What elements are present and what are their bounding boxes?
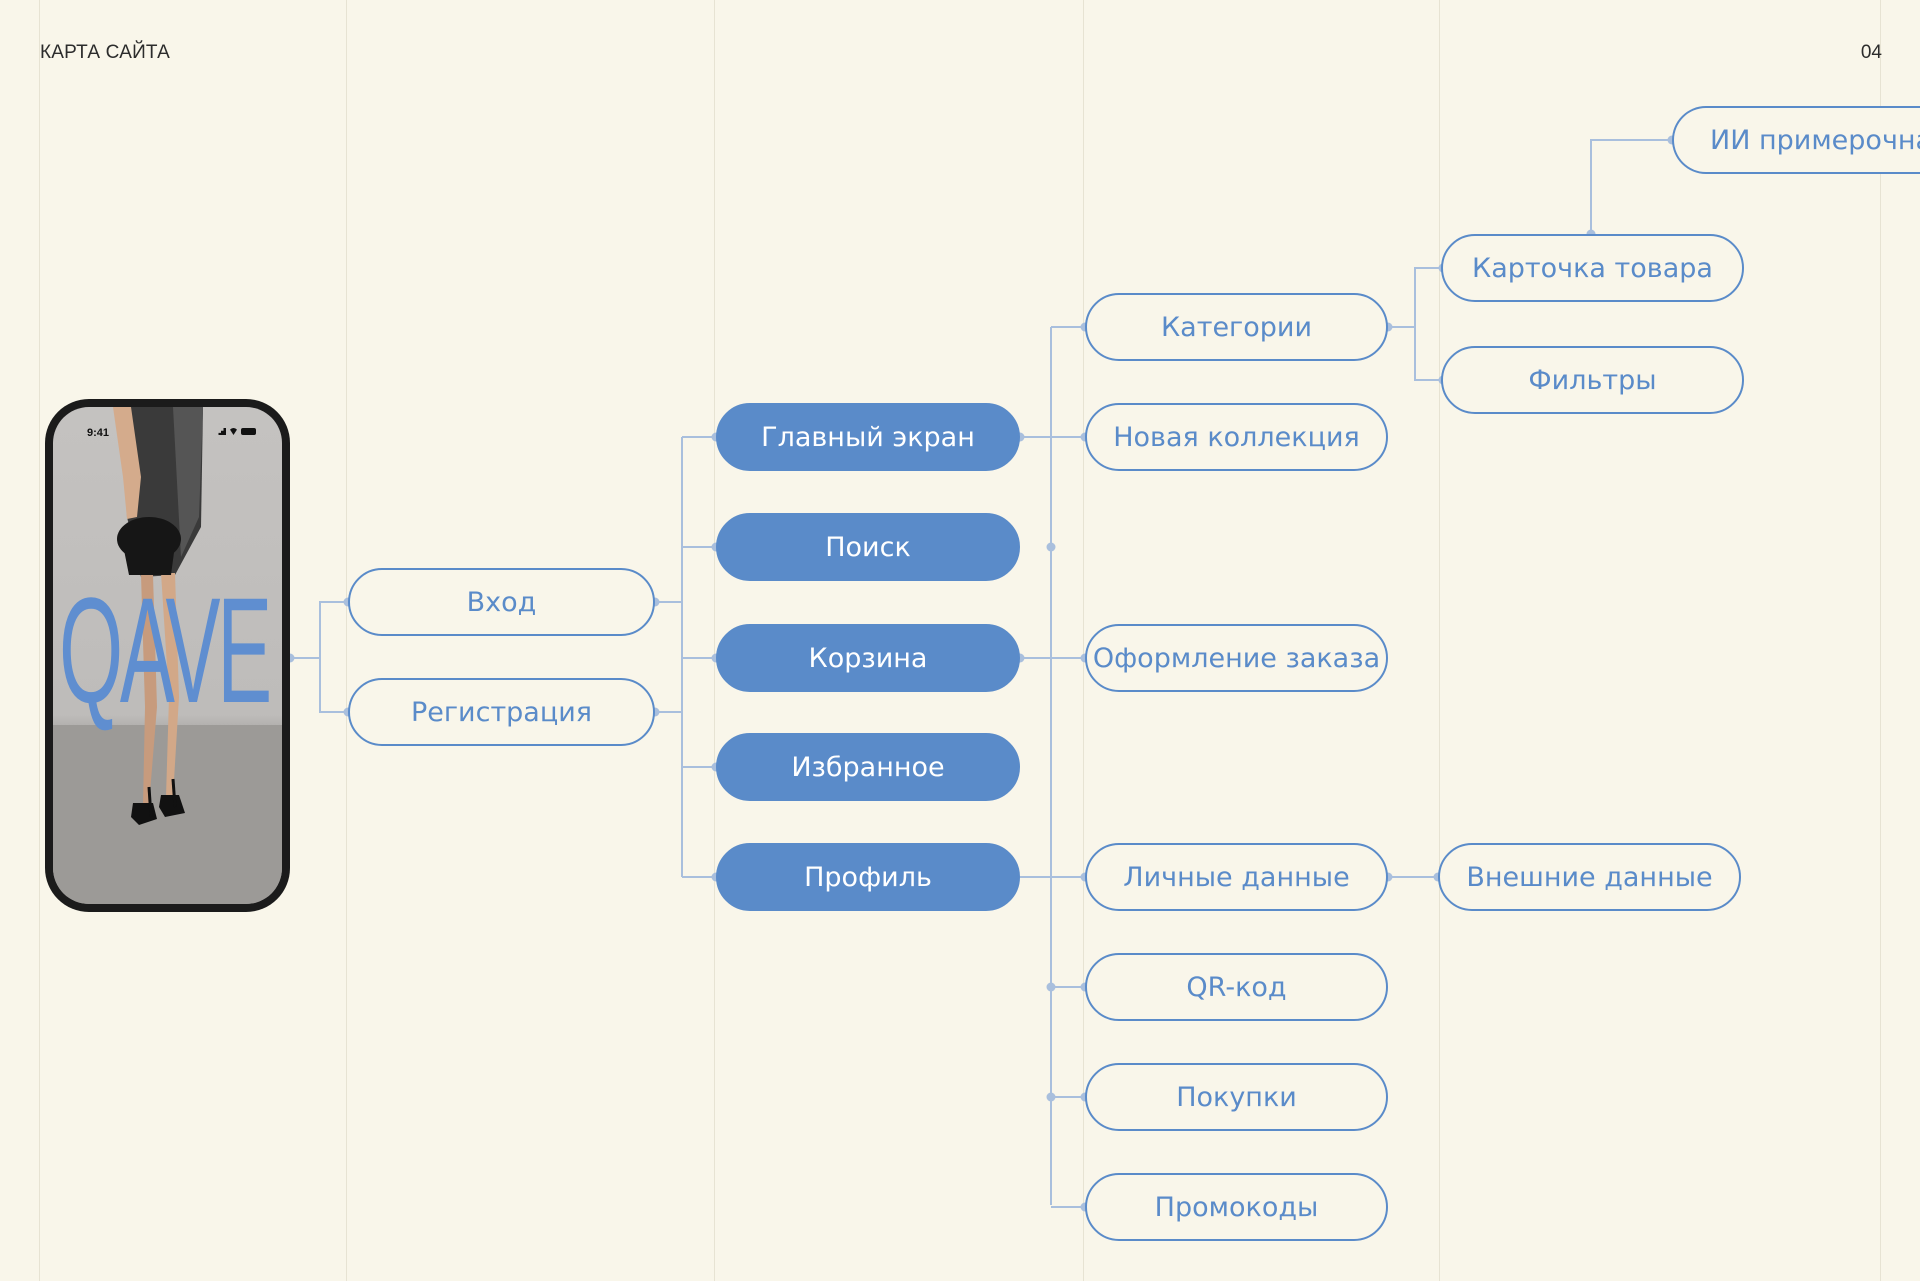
connector-filtry [1414, 327, 1443, 381]
grid-line [1439, 0, 1440, 1281]
node-izbrannoe[interactable]: Избранное [716, 733, 1020, 801]
node-vhod[interactable]: Вход [348, 568, 655, 636]
connector-ii-primerochnaya [1590, 139, 1672, 234]
node-lichnye-dannye[interactable]: Личные данные [1085, 843, 1388, 911]
connector-phone-vhod [290, 601, 348, 659]
phone-mockup: 9:41 QAVE [45, 399, 290, 912]
node-glavnyi-ekran[interactable]: Главный экран [716, 403, 1020, 471]
node-kartochka-tovara[interactable]: Карточка товара [1441, 234, 1744, 302]
node-promokody[interactable]: Промокоды [1085, 1173, 1388, 1241]
page-title: КАРТА САЙТА [40, 42, 170, 63]
node-novaya-kollekciya[interactable]: Новая коллекция [1085, 403, 1388, 471]
node-oformlenie-zakaza[interactable]: Оформление заказа [1085, 624, 1388, 692]
grid-line [714, 0, 715, 1281]
wifi-icon [229, 428, 238, 435]
node-profil[interactable]: Профиль [716, 843, 1020, 911]
brand-logo: QAVE [59, 566, 272, 734]
node-poisk[interactable]: Поиск [716, 513, 1020, 581]
model-photo-illustration [53, 407, 282, 904]
node-pokupki[interactable]: Покупки [1085, 1063, 1388, 1131]
grid-line [39, 0, 40, 1281]
grid-line [1880, 0, 1881, 1281]
status-icons [216, 428, 256, 435]
node-ii-primerochnaya[interactable]: ИИ примерочна [1672, 106, 1920, 174]
grid-line [1083, 0, 1084, 1281]
page-number: 04 [1860, 42, 1882, 63]
battery-icon [241, 428, 256, 435]
phone-screen: 9:41 QAVE [53, 407, 282, 904]
grid-line [346, 0, 347, 1281]
node-korzina[interactable]: Корзина [716, 624, 1020, 692]
node-filtry[interactable]: Фильтры [1441, 346, 1744, 414]
signal-icon [216, 428, 226, 435]
connector-kartochka [1388, 267, 1443, 328]
node-registraciya[interactable]: Регистрация [348, 678, 655, 746]
connector-phone-registraciya [319, 658, 348, 713]
node-qr-kod[interactable]: QR-код [1085, 953, 1388, 1021]
node-vneshnie-dannye[interactable]: Внешние данные [1438, 843, 1741, 911]
node-kategorii[interactable]: Категории [1085, 293, 1388, 361]
status-time: 9:41 [87, 427, 110, 439]
